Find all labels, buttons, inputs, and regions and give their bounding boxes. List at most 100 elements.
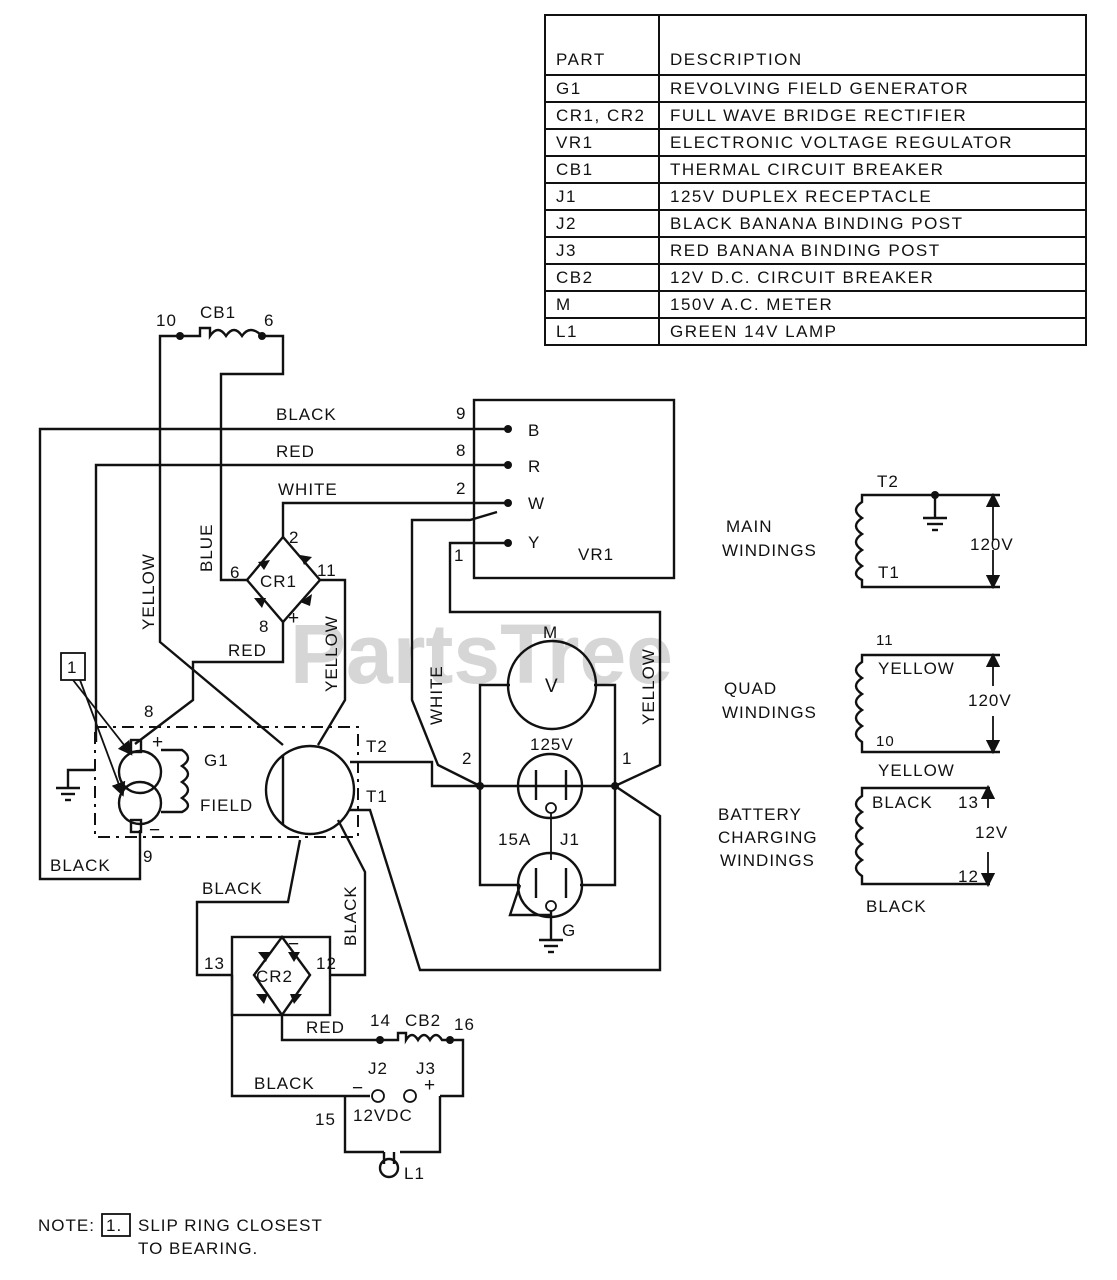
terminal-t1: T1 — [366, 787, 388, 806]
wire-label-black-cr2: BLACK — [202, 879, 263, 898]
cb2-label: CB2 — [405, 1011, 441, 1030]
wire-label-black-dc: BLACK — [254, 1074, 315, 1093]
description-cell: REVOLVING FIELD GENERATOR — [658, 74, 1087, 103]
footnote: NOTE: 1. SLIP RING CLOSEST TO BEARING. — [38, 1213, 323, 1258]
vr1-terminal-w: W — [528, 494, 545, 513]
wire-label-white: WHITE — [278, 480, 338, 499]
description-cell: RED BANANA BINDING POST — [658, 236, 1087, 265]
receptacle-amps: 15A — [498, 830, 531, 849]
wire-number-2: 2 — [456, 479, 466, 498]
ac-meter: M V — [506, 623, 598, 731]
main-windings-title-2: WINDINGS — [722, 541, 817, 560]
wire-label-red: RED — [276, 442, 315, 461]
cr1-plus: + — [288, 608, 300, 629]
receptacle-j1: 125V 15A J1 G 2 1 — [462, 735, 632, 954]
main-windings-t1: T1 — [878, 563, 900, 582]
dc-voltage: 12VDC — [353, 1106, 413, 1125]
part-column-header: PART — [544, 14, 660, 76]
description-column-header: DESCRIPTION — [658, 14, 1087, 76]
vr1-terminal-b: B — [528, 421, 540, 440]
cr2-terminal-12: 12 — [316, 954, 337, 973]
rectifier-cr2: CR2 13 12 − — [204, 934, 337, 1018]
circuit-breaker-cb1: 10 CB1 6 — [156, 303, 274, 340]
rectifier-cr1: CR1 2 6 11 8 + — [230, 528, 336, 636]
callout-number: 1 — [67, 658, 77, 677]
wire-label-yellow-2: YELLOW — [322, 615, 341, 692]
lamp-l1 — [378, 1157, 400, 1179]
brush-minus: − — [149, 820, 161, 841]
main-windings: MAIN WINDINGS T2 T1 120V — [722, 472, 1014, 590]
description-cell: 125V DUPLEX RECEPTACLE — [658, 182, 1087, 211]
quad-windings-title-1: QUAD — [724, 679, 777, 698]
quad-windings-voltage: 120V — [968, 691, 1012, 710]
wire-label-black-gen: BLACK — [50, 856, 111, 875]
part-cell: CB2 — [544, 263, 660, 292]
dc-output: J2 J3 − + 12VDC 15 L1 — [315, 1059, 436, 1183]
wire-label-blue: BLUE — [197, 524, 216, 572]
vr1-terminal-y: Y — [528, 533, 540, 552]
receptacle-voltage: 125V — [530, 735, 574, 754]
note-prefix: NOTE: — [38, 1216, 95, 1235]
receptacle-node-2: 2 — [462, 749, 472, 768]
main-windings-voltage: 120V — [970, 535, 1014, 554]
wiring — [38, 334, 662, 1154]
cr2-label: CR2 — [256, 967, 293, 986]
receptacle-label: J1 — [560, 830, 580, 849]
cb2-terminal-14: 14 — [370, 1011, 391, 1030]
receptacle-node-1: 1 — [622, 749, 632, 768]
note-line-1: SLIP RING CLOSEST — [138, 1216, 323, 1235]
cb2-terminal-16: 16 — [454, 1015, 475, 1034]
wire-label-white-2: WHITE — [427, 665, 446, 725]
battery-charging-windings: BATTERY CHARGING WINDINGS BLACK 13 12V 1… — [718, 784, 1008, 916]
terminal-t2: T2 — [366, 737, 388, 756]
voltage-regulator-vr1: VR1 B R W Y 9 8 2 1 — [454, 398, 676, 580]
description-cell: FULL WAVE BRIDGE RECTIFIER — [658, 101, 1087, 130]
brush-terminal-8: 8 — [144, 702, 154, 721]
lamp-label: L1 — [404, 1164, 425, 1183]
stator — [264, 744, 356, 836]
wire-number-9: 9 — [456, 404, 466, 423]
battery-windings-top-wire: BLACK — [872, 793, 933, 812]
brush-terminal-9: 9 — [143, 847, 153, 866]
main-windings-title-1: MAIN — [726, 517, 773, 536]
j3-label: J3 — [416, 1059, 436, 1078]
wire-label-red-cb2: RED — [306, 1018, 345, 1037]
wire-label-black-vertical: BLACK — [341, 885, 360, 946]
dc-minus: − — [352, 1078, 364, 1099]
vr1-label: VR1 — [578, 545, 614, 564]
wire-number-1: 1 — [454, 546, 464, 565]
receptacle-ground: G — [562, 921, 576, 940]
parts-table-header: PART DESCRIPTION — [544, 14, 1087, 76]
part-cell: J1 — [544, 182, 660, 211]
quad-windings-terminal-11: 11 — [876, 632, 894, 649]
battery-windings-voltage: 12V — [975, 823, 1008, 842]
field-label: FIELD — [200, 796, 253, 815]
cr2-terminal-13: 13 — [204, 954, 225, 973]
cr1-label: CR1 — [260, 572, 297, 591]
battery-windings-title-3: WINDINGS — [720, 851, 815, 870]
battery-windings-bottom-wire: BLACK — [866, 897, 927, 916]
cb1-terminal-10: 10 — [156, 311, 177, 330]
cr1-terminal-8: 8 — [259, 617, 269, 636]
part-cell: VR1 — [544, 128, 660, 157]
part-cell: J2 — [544, 209, 660, 238]
dc-wire-15: 15 — [315, 1110, 336, 1129]
note-number: 1. — [106, 1216, 122, 1235]
cb1-terminal-6: 6 — [264, 311, 274, 330]
dc-plus: + — [424, 1075, 436, 1096]
j2-label: J2 — [368, 1059, 388, 1078]
part-cell: G1 — [544, 74, 660, 103]
description-cell: BLACK BANANA BINDING POST — [658, 209, 1087, 238]
quad-windings: QUAD WINDINGS 11 YELLOW 10 YELLOW 120V — [722, 632, 1012, 780]
battery-windings-terminal-12: 12 — [958, 867, 979, 886]
cr1-terminal-6: 6 — [230, 563, 240, 582]
part-cell: J3 — [544, 236, 660, 265]
